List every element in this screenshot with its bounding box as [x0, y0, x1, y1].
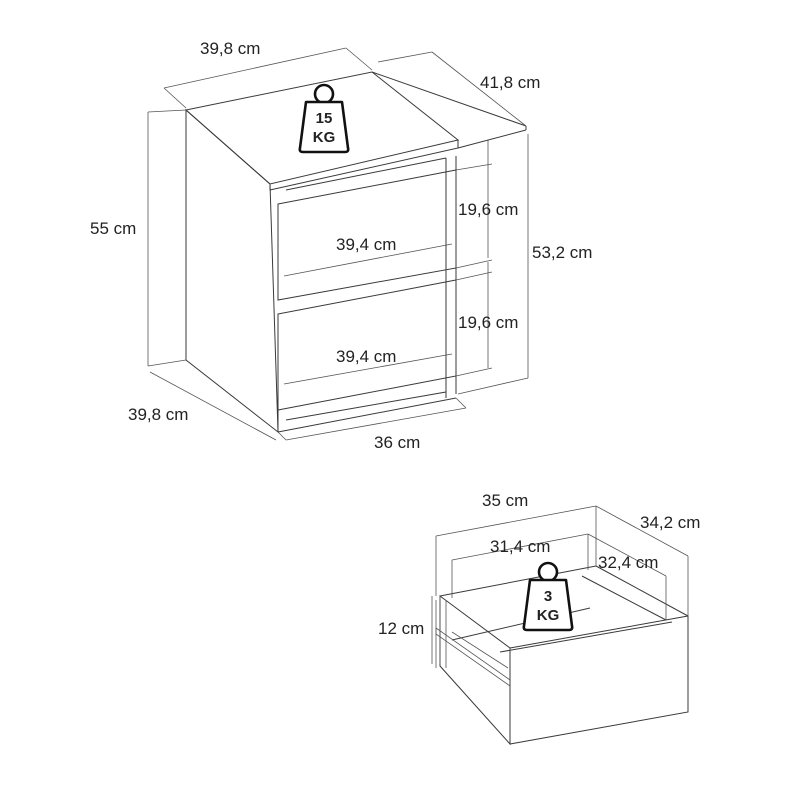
cabinet-top-right-edge: [457, 129, 527, 149]
cabinet-load-value: 15: [316, 110, 333, 127]
drawer-dimension-lines: [435, 505, 689, 664]
drawer-inner-depth-label: 32,4 cm: [598, 553, 658, 572]
cabinet-front-height-label: 53,2 cm: [532, 243, 592, 262]
kettlebell-weight-icon: 15 KG: [298, 83, 350, 154]
upper-drawer-width-label: 39,4 cm: [336, 235, 396, 254]
cabinet-top-width-label: 39,8 cm: [200, 39, 260, 58]
lower-drawer-width-label: 39,4 cm: [336, 347, 396, 366]
cabinet-dimension-lines: [147, 47, 529, 441]
cabinet-side-width-label: 39,8 cm: [128, 405, 188, 424]
drawer-left-side: [439, 595, 511, 746]
cabinet-top-front-edge: [269, 140, 459, 191]
drawer-load-unit: KG: [537, 607, 560, 624]
drawer-height-label: 12 cm: [378, 619, 424, 638]
lower-drawer-height-label: 19,6 cm: [458, 313, 518, 332]
lower-drawer-front: [277, 279, 457, 411]
drawer-front-panel: [509, 615, 689, 745]
cabinet-depth-label: 41,8 cm: [480, 73, 540, 92]
cabinet-total-height-label: 55 cm: [90, 219, 136, 238]
upper-drawer-height-label: 19,6 cm: [458, 200, 518, 219]
drawer-load-value: 3: [544, 588, 552, 605]
drawer-outer-width-label: 35 cm: [482, 491, 528, 510]
kettlebell-weight-icon: 3 KG: [522, 561, 574, 632]
cabinet-left-side: [185, 108, 279, 434]
cabinet-top-back-edge: [371, 71, 527, 127]
cabinet-load-unit: KG: [313, 129, 336, 146]
drawer-runner-rail: [431, 596, 511, 687]
drawer-outer-depth-label: 34,2 cm: [640, 513, 700, 532]
cabinet-bottom-width-label: 36 cm: [374, 433, 420, 452]
drawer-inner-width-label: 31,4 cm: [490, 537, 550, 556]
